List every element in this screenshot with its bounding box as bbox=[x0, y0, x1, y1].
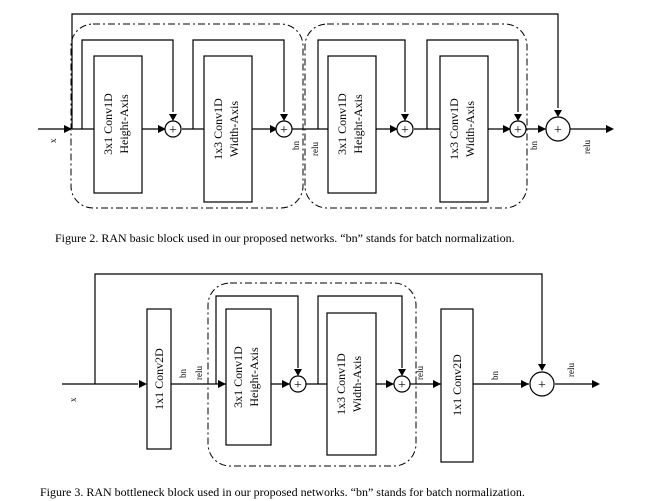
f2-arrow-h bbox=[503, 125, 511, 133]
f3-conv-box-1 bbox=[225, 308, 272, 446]
f3-conv-box-2-line1: 1x3 Conv1D bbox=[334, 353, 348, 415]
f2-conv-box-1-line2: Height-Axis bbox=[117, 94, 131, 154]
f2-outer-skip bbox=[71, 13, 559, 129]
f2-arrow-i bbox=[538, 125, 546, 133]
f2-sum-out-plus: + bbox=[554, 123, 562, 138]
figure-3: x 1x1 Conv2D 3x1 Conv1D Height-Axis 1x3 … bbox=[40, 273, 600, 499]
f2-bn-label: bn bbox=[291, 141, 301, 151]
f3-output-arrow bbox=[592, 380, 600, 388]
f2-arrow-d bbox=[270, 125, 278, 133]
f3-relu-b-label: relu bbox=[415, 366, 425, 380]
f2-conv-box-3 bbox=[327, 55, 377, 194]
f2-relu-out-label: relu bbox=[582, 140, 592, 154]
f2-sum-2 bbox=[275, 120, 293, 138]
f3-skip-1 bbox=[215, 295, 299, 384]
f2-conv-box-3-line1: 3x1 Conv1D bbox=[335, 93, 349, 155]
f3-bn-a-label: bn bbox=[178, 369, 188, 379]
f2-skip-2 bbox=[192, 39, 285, 129]
f3-relu-a-label: relu bbox=[194, 366, 204, 380]
f3-conv2d-box-b-label: 1x1 Conv2D bbox=[450, 354, 464, 416]
figure-2: x 3x1 Conv1D Height-Axis 1x3 Conv bbox=[38, 13, 614, 245]
f3-conv2d-box-b bbox=[440, 308, 474, 463]
f2-skip-2-arrow bbox=[280, 114, 288, 121]
f2-skip-3-arrow bbox=[401, 114, 409, 121]
f3-bn-b-label: bn bbox=[490, 371, 500, 381]
f3-arrow-b bbox=[282, 380, 290, 388]
f3-input-label: x bbox=[68, 397, 78, 402]
f2-conv-box-2 bbox=[203, 55, 253, 203]
f3-conv-box-1-line2: Height-Axis bbox=[247, 347, 261, 407]
f2-skip-1-arrow bbox=[169, 114, 177, 121]
f3-input-arrow bbox=[139, 380, 147, 388]
f2-sum-3-plus: + bbox=[401, 123, 409, 138]
f2-conv-box-3-line2: Height-Axis bbox=[351, 94, 365, 154]
f3-sum-out bbox=[529, 371, 555, 397]
f2-arrow-b bbox=[158, 125, 166, 133]
f3-conv-box-2 bbox=[326, 312, 377, 456]
f2-sum-2-plus: + bbox=[280, 123, 288, 138]
f2-conv-box-1-line1: 3x1 Conv1D bbox=[101, 93, 115, 155]
f2-conv-box-2-line2: Width-Axis bbox=[227, 101, 241, 158]
f2-skip-4 bbox=[426, 39, 519, 129]
f2-relu-label: relu bbox=[310, 142, 320, 156]
f2-sum-4 bbox=[509, 120, 527, 138]
f2-input-label: x bbox=[48, 138, 58, 143]
f2-output-arrow bbox=[606, 125, 614, 133]
f3-skip-2 bbox=[317, 295, 403, 384]
f2-input-arrow bbox=[64, 125, 72, 133]
f3-sum-1 bbox=[289, 375, 307, 393]
f3-conv-box-2-line2: Width-Axis bbox=[350, 356, 364, 413]
f2-conv-box-4-line2: Width-Axis bbox=[463, 101, 477, 158]
f2-conv-box-1 bbox=[93, 55, 143, 194]
f2-arrow-f bbox=[390, 125, 398, 133]
f2-conv-box-4 bbox=[439, 55, 489, 203]
residual-group-2 bbox=[304, 23, 528, 209]
f3-arrow-f bbox=[521, 380, 529, 388]
f3-arrow-e bbox=[433, 380, 441, 388]
f2-skip-1 bbox=[81, 39, 174, 129]
f3-sum-out-plus: + bbox=[538, 378, 546, 393]
f3-sum-2 bbox=[393, 375, 411, 393]
figure-2-caption: Figure 2. RAN basic block used in our pr… bbox=[55, 231, 515, 245]
f3-outer-skip-arrow bbox=[538, 364, 546, 371]
f2-sum-1 bbox=[164, 120, 182, 138]
f2-bn2-label: bn bbox=[529, 141, 539, 151]
f3-sum-2-plus: + bbox=[398, 378, 406, 393]
f2-sum-1-plus: + bbox=[169, 123, 177, 138]
f3-skip-2-arrow bbox=[398, 369, 406, 376]
f3-sum-1-plus: + bbox=[294, 378, 302, 393]
f2-sum-4-plus: + bbox=[514, 123, 522, 138]
f2-sum-3 bbox=[396, 120, 414, 138]
f2-skip-3 bbox=[317, 39, 406, 129]
f3-conv-box-1-line1: 3x1 Conv1D bbox=[231, 346, 245, 408]
f2-conv-box-2-line1: 1x3 Conv1D bbox=[211, 98, 225, 160]
f2-outer-skip-arrow bbox=[554, 110, 562, 117]
figure-3-caption: Figure 3. RAN bottleneck block used in o… bbox=[40, 485, 525, 499]
f3-relu-out-label: relu bbox=[566, 363, 576, 377]
f3-conv2d-box-a-label: 1x1 Conv2D bbox=[152, 348, 166, 410]
inner-residual-group bbox=[207, 282, 417, 467]
f3-arrow-d bbox=[386, 380, 394, 388]
residual-group-1 bbox=[70, 23, 304, 209]
f3-skip-1-arrow bbox=[294, 369, 302, 376]
f2-skip-4-arrow bbox=[514, 114, 522, 121]
f3-outer-skip bbox=[94, 273, 543, 384]
f3-arrow-a bbox=[218, 380, 226, 388]
f3-conv2d-box-a bbox=[146, 308, 172, 450]
f2-sum-out bbox=[545, 116, 571, 142]
f2-conv-box-4-line1: 1x3 Conv1D bbox=[447, 98, 461, 160]
